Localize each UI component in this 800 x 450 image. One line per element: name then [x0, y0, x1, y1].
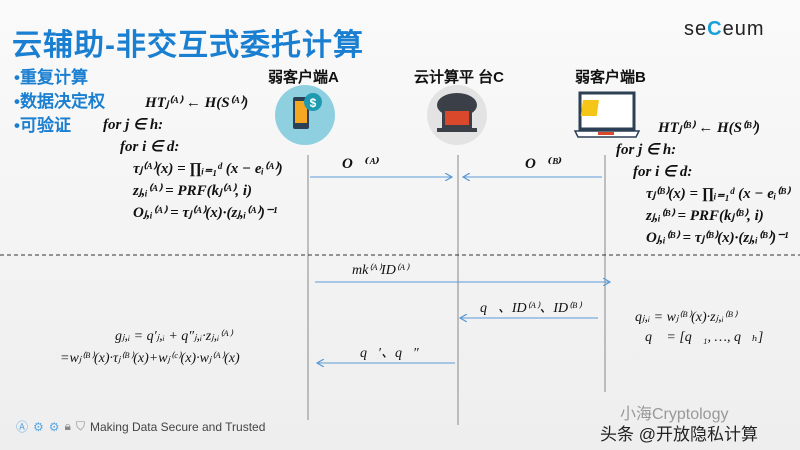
laptop-windows-icon — [573, 91, 641, 138]
algo-line: for i ∈ d: — [633, 164, 693, 180]
watermark-toutiao: 头条 @开放隐私计算 — [600, 425, 758, 444]
algo-line: for j ∈ h: — [616, 142, 677, 158]
a-compute: gⱼ,ᵢ = q′ⱼ,ᵢ + q″ⱼ,ᵢ·zⱼ,ᵢ⁽ᴬ⁾ =wⱼ⁽ᴮ⁾(x)·τ… — [60, 326, 240, 370]
algo-line: zⱼ,ᵢ⁽ᴮ⁾ = PRF(kⱼ⁽ᴮ⁾, i) — [646, 208, 764, 224]
ai-icon: Ⓐ — [16, 420, 29, 434]
algo-line: τⱼ⁽ᴮ⁾(x) = ∏ᵢ₌₁ᵈ (x − eᵢ⁽ᴮ⁾ — [646, 186, 790, 202]
algo-line: τⱼ⁽ᴬ⁾(x) = ∏ᵢ₌₁ᵈ (x − eᵢ⁽ᴬ⁾) — [133, 161, 283, 177]
algo-line: zⱼ,ᵢ⁽ᴬ⁾ = PRF(kⱼ⁽ᴬ⁾, i) — [133, 183, 252, 199]
party-a-label: 弱客户端A — [268, 69, 339, 86]
message-oa: O⃗⁽ᴬ⁾ — [342, 156, 380, 172]
slide-title: 云辅助-非交互式委托计算 — [12, 29, 364, 62]
algo-b: HTⱼ⁽ᴮ⁾ ← H(S⁽ᴮ⁾) for j ∈ h: for i ∈ d: τ… — [616, 117, 789, 249]
formula-line: q⃗ = [q⃗₁, …, q⃗ₕ] — [645, 330, 764, 345]
formula-line: qⱼ,ᵢ = wⱼ⁽ᴮ⁾(x)·zⱼ,ᵢ⁽ᴮ⁾ — [635, 310, 737, 325]
algo-line: for i ∈ d: — [120, 139, 180, 155]
footer-tagline: Making Data Secure and Trusted — [89, 419, 266, 434]
message-qq: q⃗′、q⃗″ — [360, 346, 419, 361]
algo-line: for j ∈ h: — [103, 117, 164, 133]
message-ob: O⃗⁽ᴮ⁾ — [525, 156, 563, 172]
algo-a: HTⱼ⁽ᴬ⁾ ← H(S⁽ᴬ⁾) for j ∈ h: for i ∈ d: τ… — [103, 92, 283, 224]
shield-check-icon: ⛉ — [75, 419, 85, 433]
formula-line: gⱼ,ᵢ = q′ⱼ,ᵢ + q″ⱼ,ᵢ·zⱼ,ᵢ⁽ᴬ⁾ — [115, 329, 233, 344]
message-qid: q⃗、ID⁽ᴬ⁾、ID⁽ᴮ⁾ — [480, 301, 581, 316]
formula-line: =wⱼ⁽ᴮ⁾(x)·τⱼ⁽ᴮ⁾(x)+wⱼ⁽ᶜ⁾(x)·wⱼ⁽ᴬ⁾(x) — [60, 351, 240, 366]
lock-icon: 🔒︎ — [64, 419, 71, 433]
svg-text:$: $ — [310, 96, 317, 110]
b-compute: qⱼ,ᵢ = wⱼ⁽ᴮ⁾(x)·zⱼ,ᵢ⁽ᴮ⁾ q⃗ = [q⃗₁, …, q⃗… — [635, 308, 763, 348]
feature-bullets: •重复计算 •数据决定权 •可验证 — [14, 66, 105, 138]
algo-line: HTⱼ⁽ᴬ⁾ ← H(S⁽ᴬ⁾) — [145, 95, 249, 111]
network-icon: ⚙ — [33, 419, 44, 434]
gear-icon: ⚙ — [48, 419, 60, 434]
bullet-item: •数据决定权 — [14, 92, 105, 111]
watermark-cryptology: 小海Cryptology — [620, 406, 729, 423]
algo-line: HTⱼ⁽ᴮ⁾ ← H(S⁽ᴮ⁾) — [658, 120, 760, 136]
bullet-item: •可验证 — [14, 116, 71, 135]
party-b-label: 弱客户端B — [575, 69, 646, 86]
cloud-laptop-icon — [427, 85, 487, 145]
footer: Ⓐ ⚙ ⚙ 🔒︎ ⛉ Making Data Secure and Truste… — [16, 418, 265, 435]
party-c-label: 云计算平 台C — [414, 69, 505, 86]
smartphone-dollar-icon: $ — [275, 85, 335, 145]
message-mk: mk⁽ᴬ⁾ID⁽ᴬ⁾ — [352, 263, 409, 278]
bullet-item: •重复计算 — [14, 68, 88, 87]
algo-line: Oⱼ,ᵢ⁽ᴬ⁾ = τⱼ⁽ᴬ⁾(x)·(zⱼ,ᵢ⁽ᴬ⁾)⁻¹ — [133, 205, 278, 221]
seceum-logo: seCeum — [684, 18, 765, 40]
algo-line: Oⱼ,ᵢ⁽ᴮ⁾ = τⱼ⁽ᴮ⁾(x)·(zⱼ,ᵢ⁽ᴮ⁾)⁻¹ — [646, 230, 789, 246]
